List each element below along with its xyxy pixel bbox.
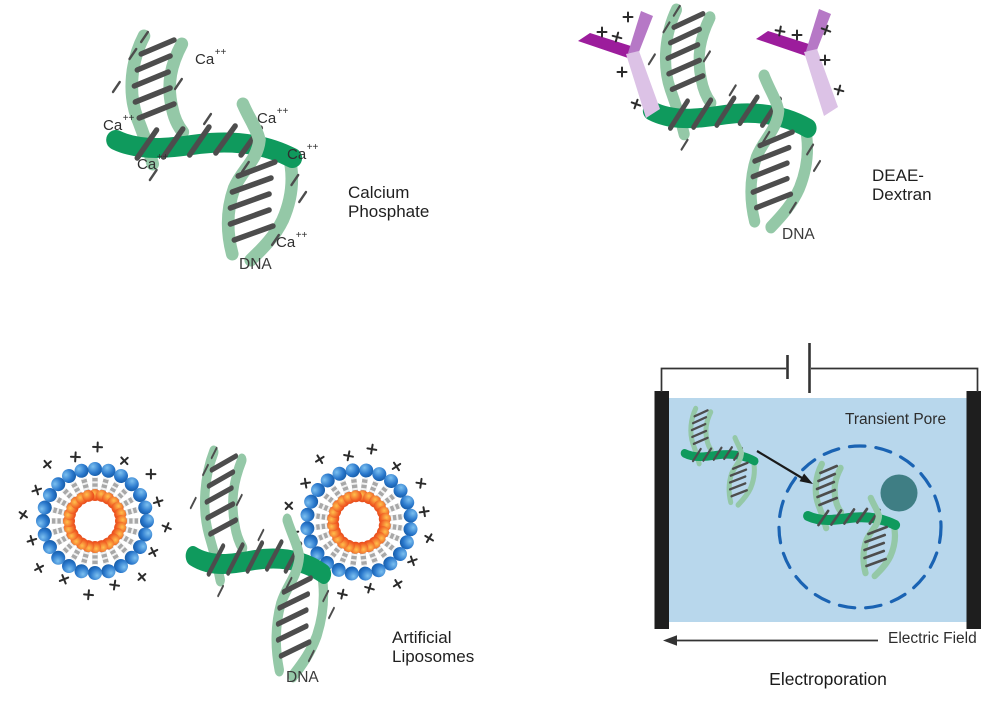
panel-title-artificial-liposomes: Artificial Liposomes	[392, 628, 475, 666]
artificial-liposomes-panel	[17, 433, 447, 676]
deae-dextran-molecule	[578, 11, 660, 118]
electroporation-panel	[654, 343, 981, 646]
dna-helix	[649, 6, 822, 227]
liposome	[17, 442, 173, 599]
power-circuit-wire	[660, 367, 979, 392]
panel-title-calcium-phosphate: Calcium Phosphate	[348, 183, 430, 221]
ca-ion-label: Ca++	[257, 106, 289, 127]
battery-icon	[786, 343, 811, 393]
ca-ion-label: Ca++	[103, 113, 135, 134]
dna-helix	[191, 448, 336, 676]
ca-ion-label: Ca++	[137, 152, 169, 173]
transient-pore-label: Transient Pore	[845, 411, 947, 428]
dna-label: DNA	[286, 669, 319, 686]
electric-field-label: Electric Field	[888, 630, 977, 647]
electrode-left	[654, 391, 669, 629]
deae-dextran-panel	[578, 6, 846, 227]
transient-pore-circle	[777, 444, 943, 610]
cell-body	[880, 474, 918, 512]
panel-title-deae-dextran: DEAE- Dextran	[872, 166, 932, 204]
dna-label: DNA	[782, 226, 815, 243]
electric-field-arrow	[663, 635, 878, 646]
dna-label: DNA	[239, 256, 272, 273]
ca-ion-label: Ca++	[195, 47, 227, 68]
ca-ion-label: Ca++	[276, 230, 308, 251]
ca-ion-label: Ca++	[287, 142, 319, 163]
panel-title-electroporation: Electroporation	[769, 669, 887, 689]
arrow-into-pore	[756, 450, 813, 484]
electrode-right	[966, 391, 981, 629]
